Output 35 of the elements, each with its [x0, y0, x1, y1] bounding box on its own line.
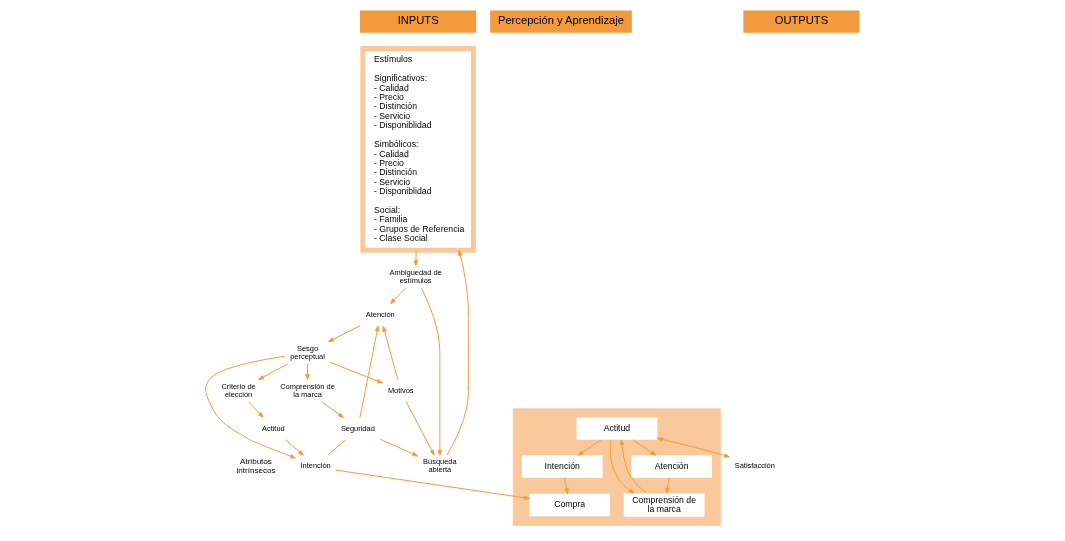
- arrow: [379, 438, 419, 457]
- node-box: INPUTS: [360, 10, 477, 33]
- arrow: [665, 477, 670, 494]
- arrow: [390, 287, 406, 305]
- connector: [327, 439, 347, 456]
- cluster: [512, 408, 721, 526]
- arrow: [446, 249, 469, 456]
- arrow: [382, 325, 399, 380]
- arrow: [328, 325, 361, 343]
- arrow: [335, 469, 530, 500]
- arrow: [321, 401, 344, 418]
- arrow: [248, 401, 264, 418]
- arrow: [577, 439, 602, 456]
- arrow: [359, 325, 380, 418]
- arrow: [657, 437, 730, 458]
- arrow: [421, 287, 443, 456]
- arrow: [405, 401, 435, 456]
- node-box: Compra: [529, 493, 611, 517]
- arrow: [205, 355, 296, 459]
- node-box: OUTPUTS: [743, 10, 860, 33]
- arrow: [329, 361, 383, 384]
- node-box: Estímulos Significativos: - Calidad - Precio - Distinción - Servicio - Disponiblidad Simbólicos: - Calidad - Precio - Distinción - Servicio - Disponiblidad Social: - Familia - Grupos de Referencia - Clase Social: [360, 45, 476, 253]
- arrow: [413, 250, 419, 267]
- node-box: Percepción y Aprendizaje: [490, 10, 632, 33]
- node-box: Actitud: [576, 417, 658, 440]
- node-box: Intención: [521, 455, 603, 478]
- arrow: [632, 439, 657, 456]
- arrow: [305, 363, 310, 380]
- arrow: [285, 439, 304, 456]
- arrow: [257, 363, 289, 380]
- arrow: [609, 439, 635, 494]
- arrow: [619, 439, 648, 494]
- node-box: Comprensión de la marca: [623, 493, 705, 517]
- arrow: [563, 477, 569, 495]
- node-box: Atención: [631, 455, 712, 478]
